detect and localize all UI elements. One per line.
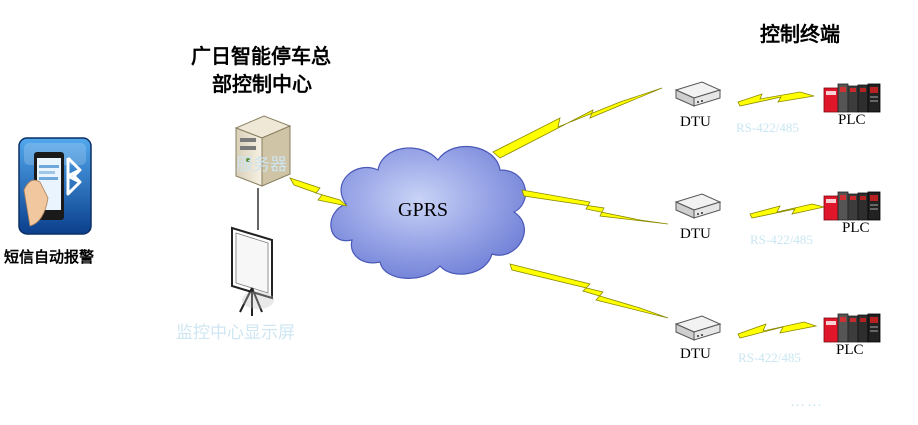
rs-link-label: RS-422/485: [736, 120, 799, 135]
dtu-label: DTU: [680, 226, 711, 242]
monitor-screen-label: 监控中心显示屏: [176, 323, 295, 343]
terminal-title: 控制终端: [760, 22, 840, 46]
plc-label: PLC: [842, 220, 870, 236]
phone-bluetooth-icon: [18, 137, 92, 235]
dtu-label: DTU: [680, 346, 711, 362]
plc-label: PLC: [836, 342, 864, 358]
control-center-title-line1: 广日智能停车总: [191, 44, 331, 68]
dtu-label: DTU: [680, 114, 711, 130]
server-label: 服务器: [236, 155, 287, 175]
plc-label: PLC: [838, 112, 866, 128]
sms-alarm-label: 短信自动报警: [4, 248, 95, 266]
server-icon: [234, 115, 292, 187]
gprs-label: GPRS: [398, 199, 449, 221]
more-terminals-ellipsis: ……: [790, 394, 824, 410]
rs-link-label: RS-422/485: [738, 350, 801, 365]
cloud-icon: [330, 145, 527, 279]
rs-link-label: RS-422/485: [750, 232, 813, 247]
control-center-title-line2: 部控制中心: [212, 72, 312, 96]
lightning-icon: [289, 87, 825, 339]
projector-screen-icon: [231, 226, 274, 316]
